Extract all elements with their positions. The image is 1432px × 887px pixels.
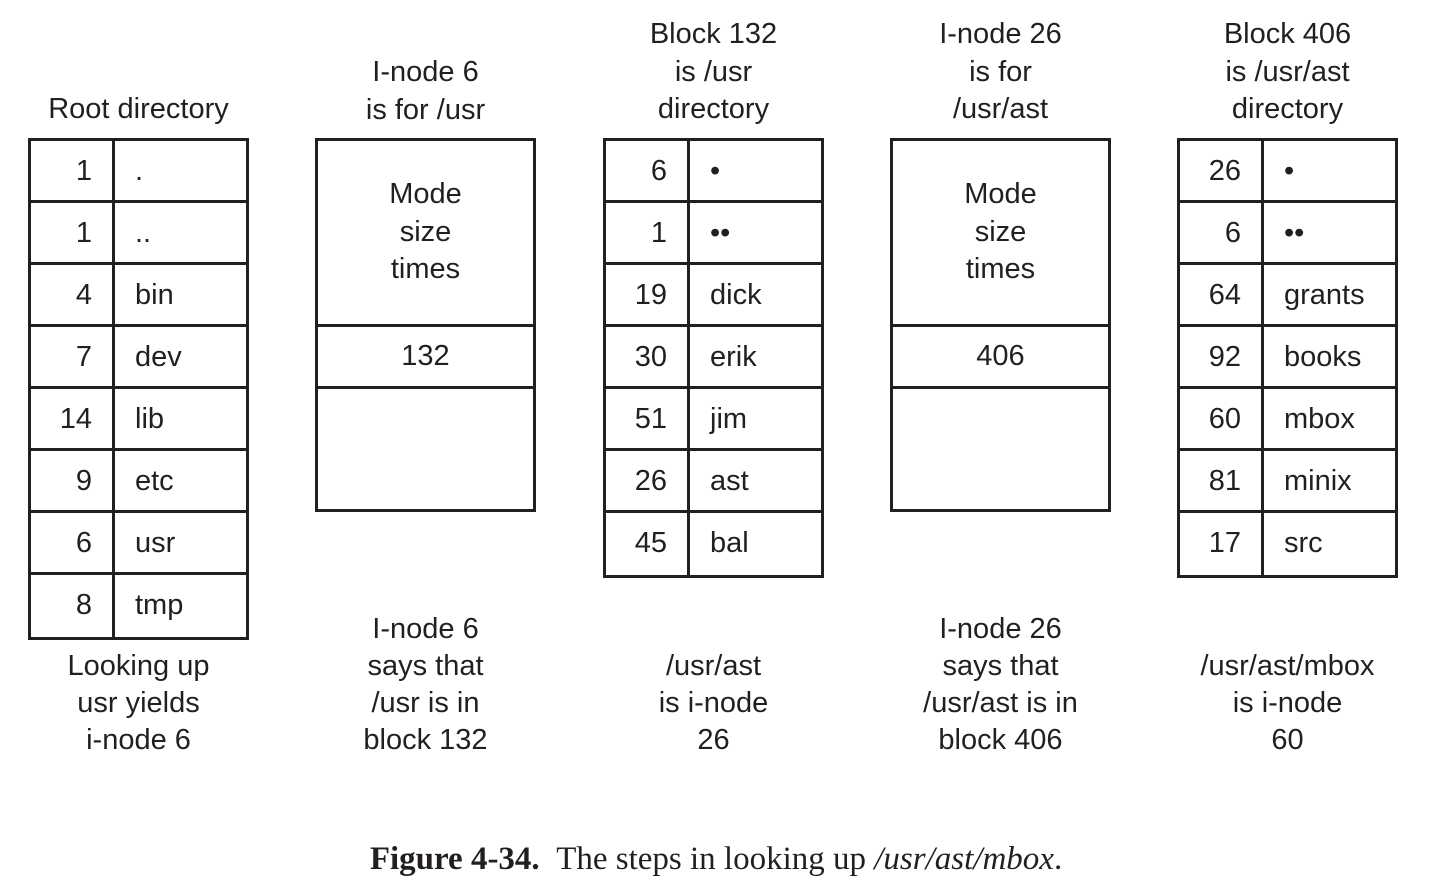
inode-6-caption: I-node 6 says that /usr is in block 132 — [363, 613, 488, 756]
inode-number: 60 — [1180, 389, 1264, 448]
table-row: 92 books — [1180, 327, 1395, 389]
inode-number: 17 — [1180, 513, 1264, 575]
inode-empty-area — [893, 389, 1108, 509]
entry-name: •• — [710, 217, 731, 249]
figure-caption-end: . — [1053, 841, 1063, 877]
table-row: 45 bal — [606, 513, 821, 575]
table-row: 19 dick — [606, 265, 821, 327]
inode-number: 1 — [606, 203, 690, 262]
entry-name: grants — [1284, 279, 1365, 311]
inode-empty-area — [318, 389, 533, 509]
block-132-title: Block 132 is /usr directory — [649, 18, 778, 125]
inode-number: 19 — [606, 265, 690, 324]
entry-name: etc — [135, 465, 174, 497]
table-row: 26 • — [1180, 141, 1395, 203]
inode-number: 26 — [1180, 141, 1264, 200]
inode-number: 4 — [31, 265, 115, 324]
table-row: 6• — [606, 141, 821, 203]
table-row: 81 minix — [1180, 451, 1395, 513]
inode-6-box: Mode size times 132 — [315, 138, 536, 512]
table-row: 60 mbox — [1180, 389, 1395, 451]
table-row: 6 •• — [1180, 203, 1395, 265]
inode-number: 6 — [606, 141, 690, 200]
entry-name: mbox — [1284, 403, 1355, 435]
root-directory-title: Root directory — [48, 93, 229, 125]
figure-caption: Figure 4-34. The steps in looking up /us… — [0, 838, 1432, 880]
root-directory-caption: Looking up usr yields i-node 6 — [67, 650, 210, 756]
entry-name: minix — [1284, 465, 1352, 497]
table-row: 9 etc — [31, 451, 246, 513]
entry-name: bin — [135, 279, 174, 311]
inode-number: 1 — [31, 141, 115, 200]
table-row: 4 bin — [31, 265, 246, 327]
entry-name: dev — [135, 341, 182, 373]
inode-attributes: Mode size times — [318, 141, 533, 327]
entry-name: erik — [710, 341, 757, 373]
table-row: 7 dev — [31, 327, 246, 389]
entry-name: books — [1284, 341, 1362, 373]
table-row: 1.. — [31, 203, 246, 265]
inode-number: 6 — [1180, 203, 1264, 262]
root-directory-table: 1. 1.. 4 bin 7 dev 14 lib 9 etc 6 usr 8 tmp — [28, 138, 249, 640]
inode-6-title: I-node 6 is for /usr — [365, 56, 486, 126]
inode-number: 1 — [31, 203, 115, 262]
inode-26-title: I-node 26 is for /usr/ast — [939, 18, 1062, 125]
entry-name: ast — [710, 465, 749, 497]
inode-number: 7 — [31, 327, 115, 386]
table-row: 6 usr — [31, 513, 246, 575]
inode-number: 64 — [1180, 265, 1264, 324]
table-row: 51 jim — [606, 389, 821, 451]
inode-26-caption: I-node 26 says that /usr/ast is in block… — [923, 613, 1078, 756]
inode-26-box: Mode size times 406 — [890, 138, 1111, 512]
block-132-caption: /usr/ast is i-node 26 — [658, 650, 769, 756]
table-row: 1 •• — [606, 203, 821, 265]
table-row: 8 tmp — [31, 575, 246, 637]
table-row: 30 erik — [606, 327, 821, 389]
entry-name: . — [135, 155, 144, 187]
entry-name: dick — [710, 279, 762, 311]
entry-name: tmp — [135, 589, 184, 621]
inode-block-address: 406 — [893, 327, 1108, 389]
entry-name: .. — [135, 217, 152, 249]
entry-name: •• — [1284, 217, 1305, 249]
inode-number: 45 — [606, 513, 690, 575]
figure-caption-path: /usr/ast/mbox — [874, 841, 1054, 877]
block-406-title: Block 406 is /usr/ast directory — [1223, 18, 1352, 125]
inode-number: 14 — [31, 389, 115, 448]
entry-name: • — [710, 155, 721, 187]
table-row: 26 ast — [606, 451, 821, 513]
inode-number: 92 — [1180, 327, 1264, 386]
inode-number: 51 — [606, 389, 690, 448]
entry-name: bal — [710, 527, 749, 559]
entry-name: • — [1284, 155, 1295, 187]
entry-name: jim — [710, 403, 748, 435]
inode-number: 6 — [31, 513, 115, 572]
inode-attributes: Mode size times — [893, 141, 1108, 327]
figure-caption-text: The steps in looking up — [556, 841, 875, 877]
table-row: 14 lib — [31, 389, 246, 451]
table-row: 17 src — [1180, 513, 1395, 575]
inode-number: 9 — [31, 451, 115, 510]
figure-label: Figure 4-34. — [369, 841, 540, 877]
inode-number: 81 — [1180, 451, 1264, 510]
block-406-caption: /usr/ast/mbox is i-node 60 — [1200, 650, 1375, 756]
inode-block-address: 132 — [318, 327, 533, 389]
entry-name: src — [1284, 527, 1323, 559]
entry-name: usr — [135, 527, 176, 559]
entry-name: lib — [135, 403, 165, 435]
inode-number: 8 — [31, 575, 115, 637]
table-row: 1. — [31, 141, 246, 203]
inode-number: 30 — [606, 327, 690, 386]
inode-number: 26 — [606, 451, 690, 510]
table-row: 64 grants — [1180, 265, 1395, 327]
